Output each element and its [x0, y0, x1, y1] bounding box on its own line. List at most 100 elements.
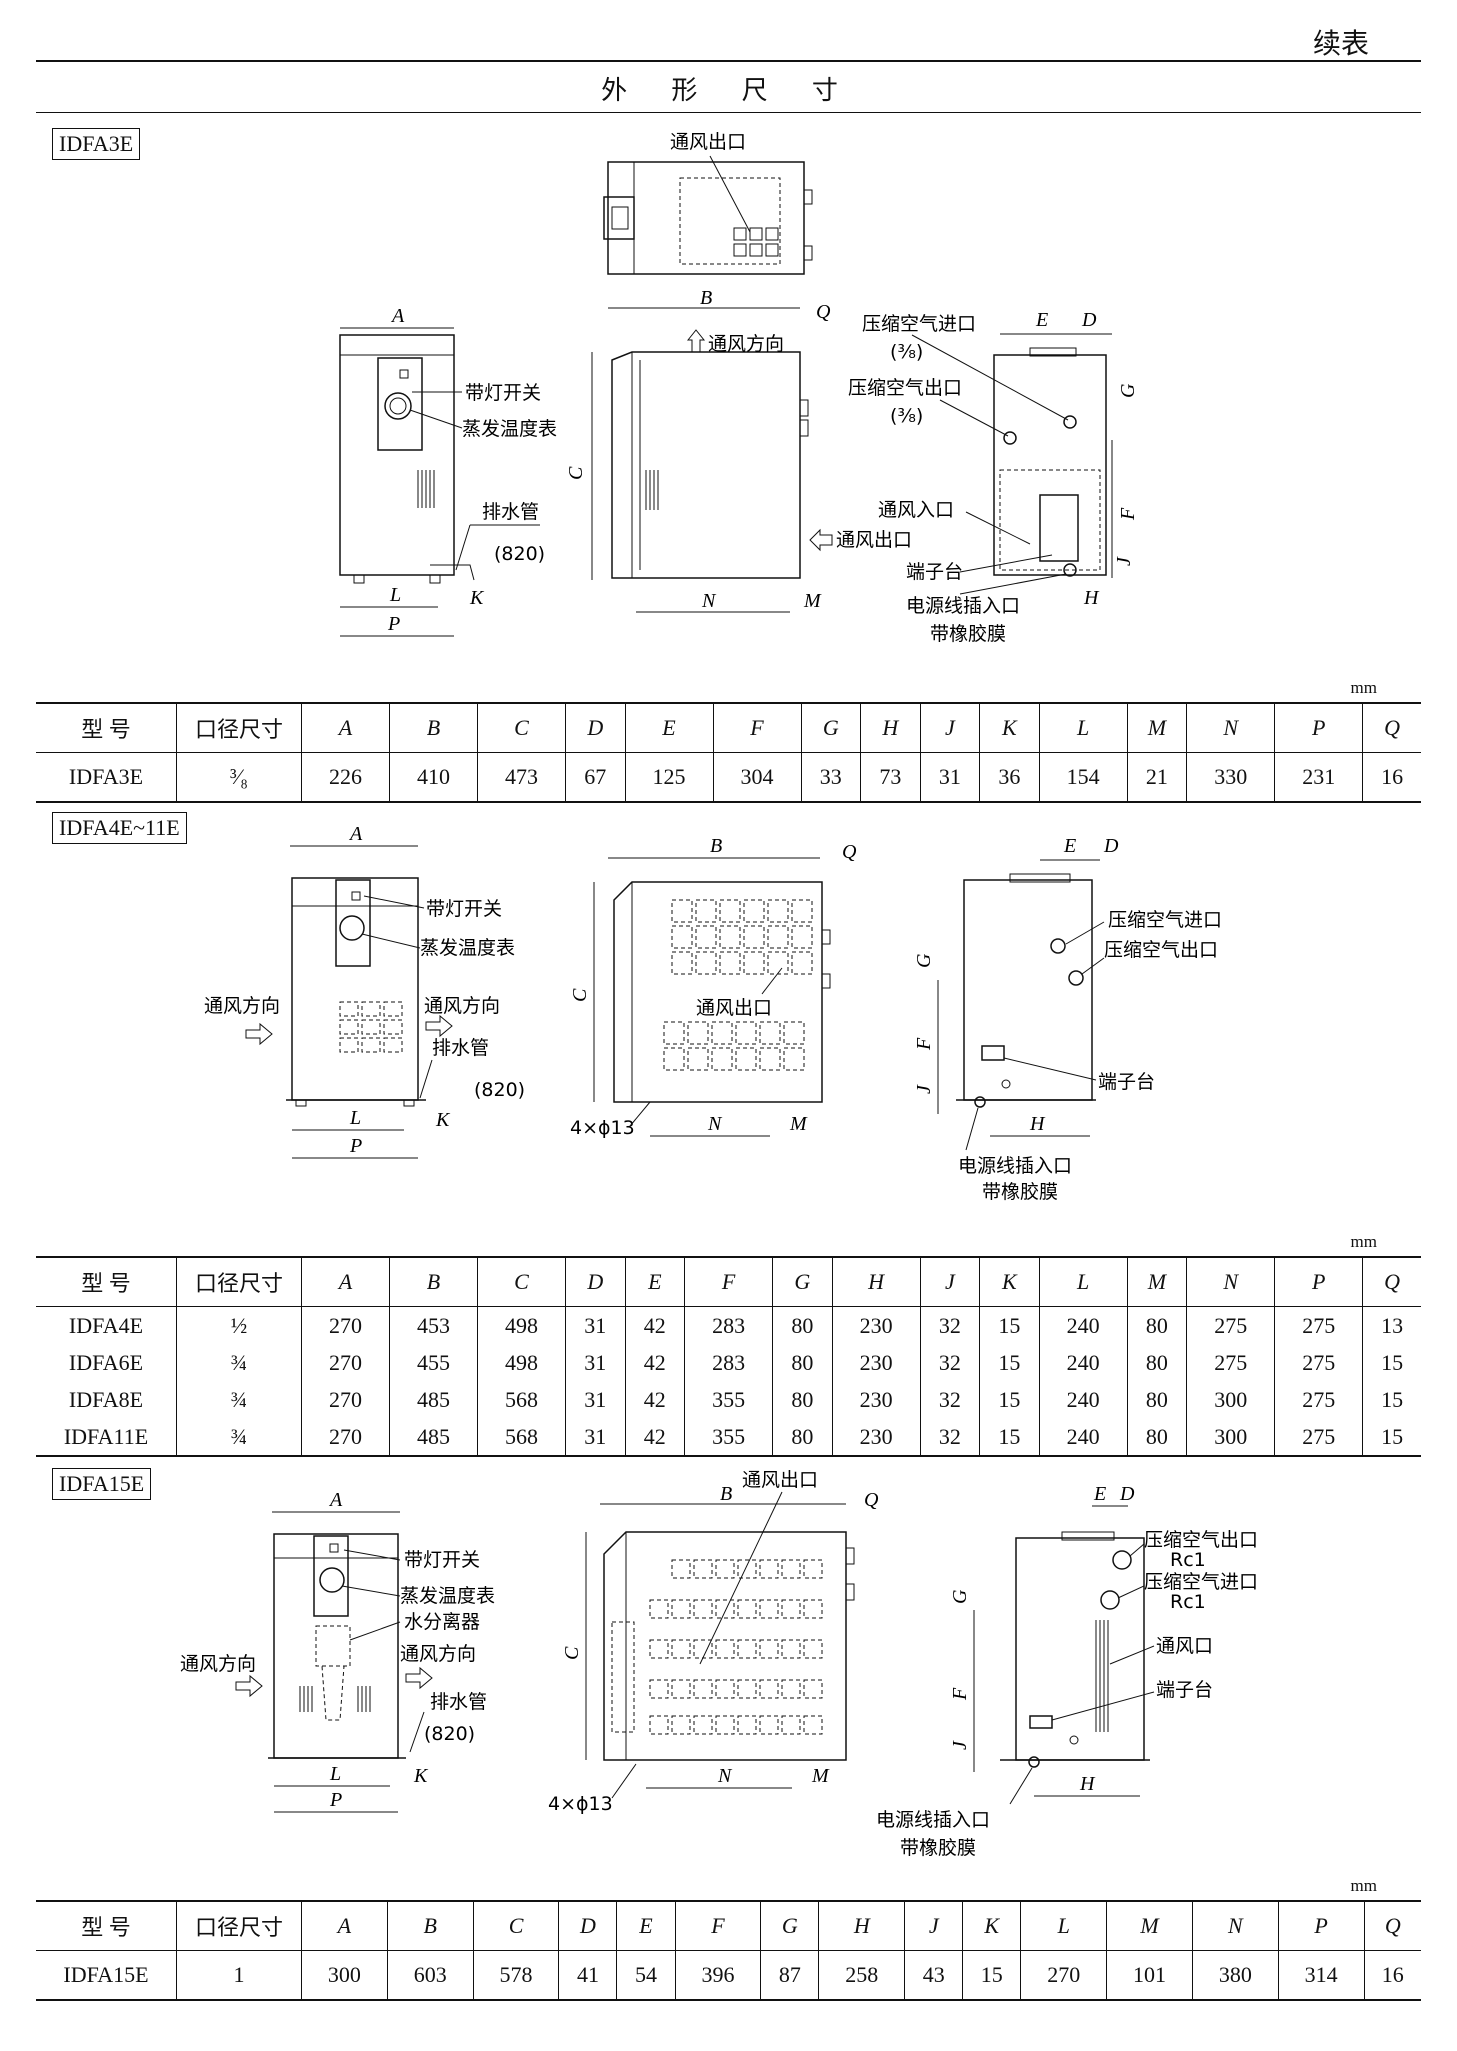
- cell-dimension: 270: [301, 1306, 390, 1344]
- cell-dimension: 396: [674, 1950, 761, 2000]
- cell-port-size: ½: [176, 1306, 302, 1344]
- cell-dimension: 125: [624, 752, 714, 802]
- cell-dimension: 240: [1038, 1306, 1128, 1344]
- front-view-idfa4e: A L P K 带灯开关 蒸发温度表 通风方向 通风方向 排水管 (820): [204, 823, 525, 1159]
- svg-text:H: H: [1079, 1773, 1096, 1795]
- svg-text:E: E: [1063, 835, 1076, 857]
- cell-dimension: 15: [1362, 1344, 1421, 1381]
- svg-text:A: A: [390, 305, 405, 327]
- rear-grille-15e: [1095, 1620, 1109, 1732]
- cell-dimension: 32: [919, 1418, 980, 1456]
- cell-dimension: 304: [712, 752, 802, 802]
- svg-text:P: P: [329, 1789, 342, 1811]
- svg-text:L: L: [329, 1763, 341, 1785]
- svg-text:Q: Q: [864, 1489, 879, 1511]
- rear-view-idfa15e: E D F G J H 压缩空气出口 Rc1 压缩空气进口 Rc1 通风口 端子…: [876, 1483, 1258, 1859]
- col-g: G: [772, 1257, 833, 1307]
- cell-dimension: 314: [1277, 1950, 1365, 2000]
- cell-dimension: 258: [818, 1950, 905, 2000]
- cell-dimension: 31: [565, 1306, 626, 1344]
- label-holes-2: 4×ϕ13: [570, 1117, 635, 1139]
- cell-dimension: 603: [386, 1950, 474, 2000]
- label-drain-len-1: (820): [494, 543, 545, 565]
- label-vent-outlet-2: 通风出口: [696, 997, 772, 1019]
- svg-text:E: E: [1093, 1483, 1106, 1505]
- col-f: F: [712, 703, 802, 753]
- svg-text:K: K: [435, 1109, 451, 1131]
- cell-dimension: 15: [962, 1950, 1021, 2000]
- label-grommet-2: 带橡胶膜: [982, 1181, 1058, 1203]
- col-n: N: [1191, 1901, 1279, 1951]
- col-c: C: [477, 1257, 566, 1307]
- cell-dimension: 355: [684, 1381, 773, 1418]
- col-b: B: [389, 703, 478, 753]
- cell-dimension: 32: [919, 1344, 980, 1381]
- cell-dimension: 300: [1186, 1381, 1275, 1418]
- cell-dimension: 80: [772, 1381, 833, 1418]
- cell-dimension: 80: [772, 1306, 833, 1344]
- side-grille-4e: [663, 899, 813, 1071]
- label-air-in-3: 压缩空气进口: [1144, 1571, 1258, 1593]
- side-view-idfa15e: B Q C N M 通风出口 4×ϕ13: [548, 1469, 879, 1815]
- table-header-row: 型 号 口径尺寸 A B C D E F G H J K L M N P Q: [36, 1901, 1421, 1951]
- svg-text:L: L: [349, 1107, 361, 1129]
- front-grille: [417, 470, 435, 508]
- drawing-idfa15e: A L P K 带灯开关 蒸发温度表 水分离器 通风方向 通风方向 排水管 (8…: [180, 1469, 1258, 1859]
- svg-text:K: K: [413, 1765, 429, 1787]
- front-grille-4e: [339, 1001, 403, 1053]
- cell-dimension: 498: [477, 1306, 566, 1344]
- svg-text:C: C: [565, 466, 587, 480]
- label-power-inlet-3: 电源线插入口: [876, 1809, 990, 1831]
- cell-dimension: 15: [1362, 1381, 1421, 1418]
- col-a: A: [301, 1901, 388, 1951]
- label-airflow-dir-1: 通风方向: [708, 333, 784, 355]
- col-g: G: [800, 703, 861, 753]
- cell-port-size: ¾: [176, 1418, 302, 1456]
- label-evap-gauge-2: 蒸发温度表: [420, 937, 515, 959]
- svg-text:D: D: [1103, 835, 1119, 857]
- svg-text:G: G: [949, 1589, 971, 1604]
- col-d: D: [565, 1257, 626, 1307]
- cell-dimension: 31: [565, 1381, 626, 1418]
- cell-dimension: 15: [979, 1344, 1040, 1381]
- svg-text:F: F: [949, 1687, 971, 1701]
- label-holes-3: 4×ϕ13: [548, 1793, 613, 1815]
- svg-text:B: B: [720, 1483, 732, 1505]
- col-p: P: [1277, 1901, 1365, 1951]
- label-vent-outlet-3: 通风出口: [742, 1469, 818, 1491]
- col-n: N: [1186, 1257, 1275, 1307]
- svg-text:F: F: [913, 1037, 935, 1051]
- col-j: J: [904, 1901, 963, 1951]
- cell-dimension: 32: [919, 1381, 980, 1418]
- cell-dimension: 498: [477, 1344, 566, 1381]
- label-power-inlet-1: 电源线插入口: [906, 595, 1020, 617]
- cell-dimension: 154: [1038, 752, 1128, 802]
- svg-text:B: B: [700, 287, 712, 309]
- col-j: J: [919, 1257, 980, 1307]
- table-header-row: 型 号 口径尺寸 A B C D E F G H J K L M N P Q: [36, 1257, 1421, 1307]
- side-grille-15e: [649, 1559, 823, 1735]
- front-grille-15e: [299, 1686, 371, 1712]
- cell-model: IDFA11E: [63, 1423, 149, 1449]
- cell-dimension: 31: [565, 1344, 626, 1381]
- cell-dimension: 16: [1363, 1950, 1421, 2000]
- model-tag-idfa4e-11e: IDFA4E~11E: [52, 812, 187, 844]
- top-view-idfa3e: 通风出口: [603, 131, 813, 275]
- col-k: K: [979, 703, 1040, 753]
- col-m: M: [1126, 1257, 1187, 1307]
- cell-port-size: ¾: [176, 1344, 302, 1381]
- col-model: 型 号: [36, 1257, 177, 1307]
- col-p: P: [1274, 1257, 1363, 1307]
- cell-dimension: 226: [301, 752, 390, 802]
- label-vent-inlet-1: 通风入口: [878, 499, 954, 521]
- label-lamp-switch-3: 带灯开关: [404, 1549, 480, 1571]
- cell-dimension: 283: [684, 1306, 773, 1344]
- drawing-idfa4e-11e: A L P K 带灯开关 蒸发温度表 通风方向 通风方向 排水管 (820) B: [204, 823, 1222, 1203]
- cell-dimension: 485: [389, 1418, 478, 1456]
- label-terminal-2: 端子台: [1098, 1071, 1155, 1093]
- col-port-size: 口径尺寸: [176, 1257, 302, 1307]
- col-a: A: [301, 1257, 390, 1307]
- cell-dimension: 275: [1186, 1306, 1275, 1344]
